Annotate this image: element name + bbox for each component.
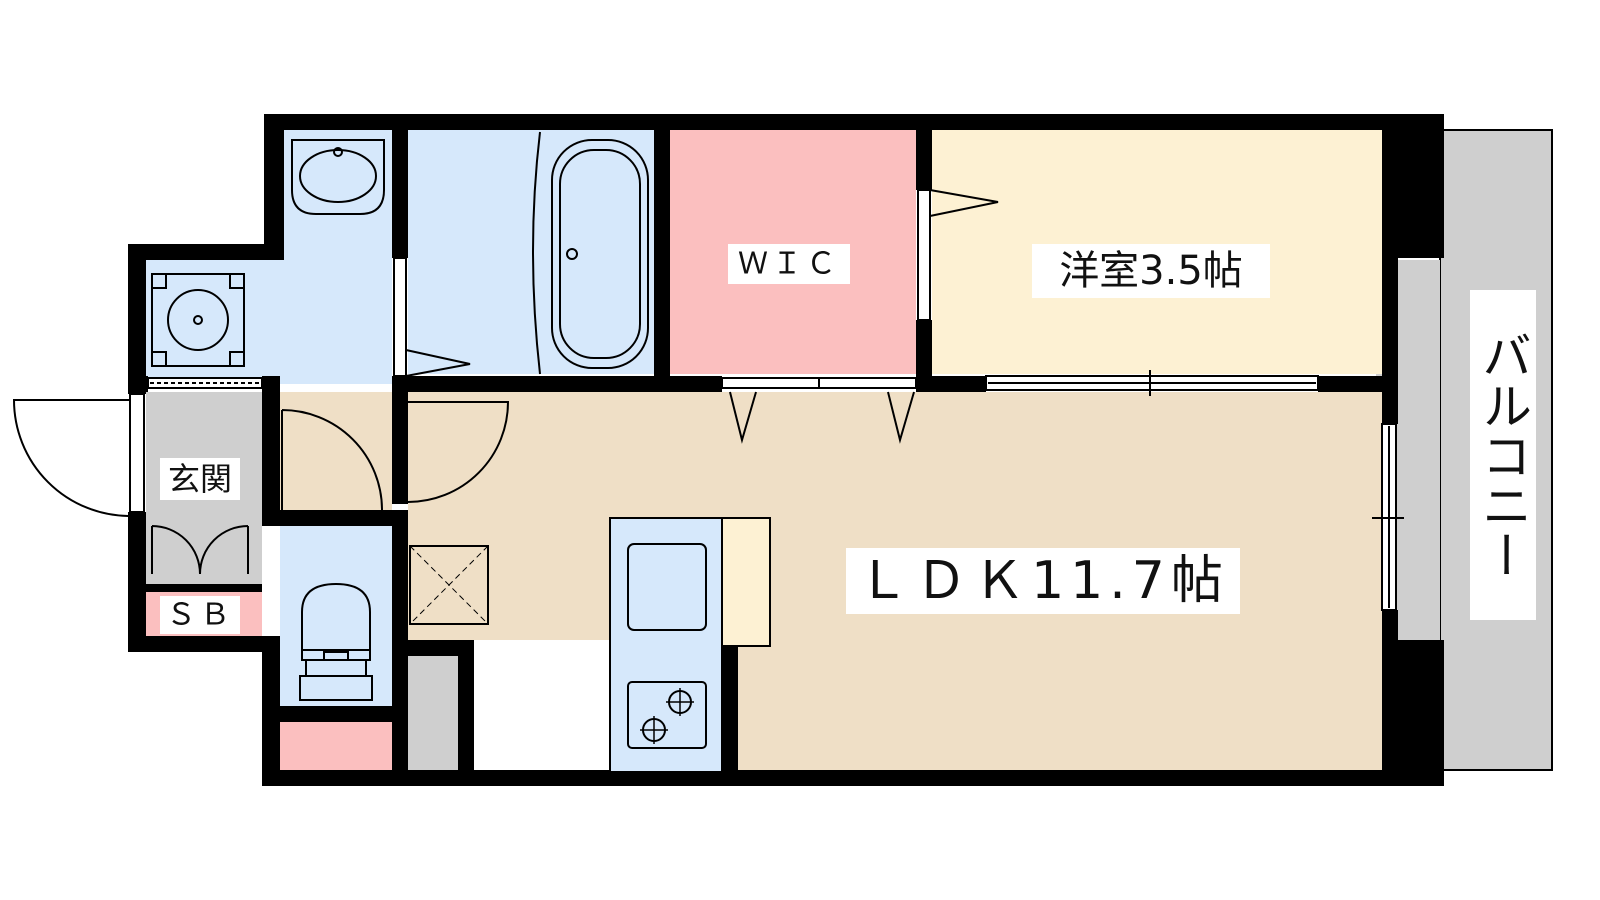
toilet-storage-area [280, 722, 392, 770]
kitchen-counter [609, 517, 771, 773]
room-fills [146, 129, 1553, 771]
door-swing-icon [12, 399, 131, 517]
washbasin-icon [291, 139, 385, 215]
door-swing-icon [281, 409, 383, 511]
balcony-label: バルコニー [1474, 330, 1532, 580]
toilet-room-area [280, 526, 392, 706]
storage-box-icon [409, 545, 489, 625]
bathroom-area [408, 130, 654, 374]
shoe-box-label: ＳＢ [166, 598, 234, 633]
ldk-label: ＬＤＫ11.7帖 [857, 551, 1229, 611]
toilet-icon [299, 582, 373, 701]
washroom-area [146, 130, 392, 384]
walls [128, 114, 1444, 786]
stove-icon [627, 681, 707, 749]
hall-area [280, 392, 392, 510]
washing-machine-icon [151, 273, 245, 367]
door-swings [12, 399, 510, 575]
storage-closet [408, 656, 458, 770]
door-swing-icon [151, 525, 249, 575]
wic-label: ＷＩＣ [738, 247, 840, 282]
fixtures [151, 131, 771, 773]
sliding-door-icon [147, 377, 263, 389]
door-swing-icon [407, 401, 510, 503]
entrance-label: 玄関 [168, 460, 232, 498]
western-room-label: 洋室3.5帖 [1059, 248, 1243, 294]
sink-icon [627, 543, 707, 631]
bathtub-icon [532, 131, 649, 375]
openings [129, 189, 1404, 611]
labels: ＷＩＣ 洋室3.5帖 バルコニー 玄関 ＳＢ ＬＤＫ11.7帖 [160, 244, 1536, 634]
